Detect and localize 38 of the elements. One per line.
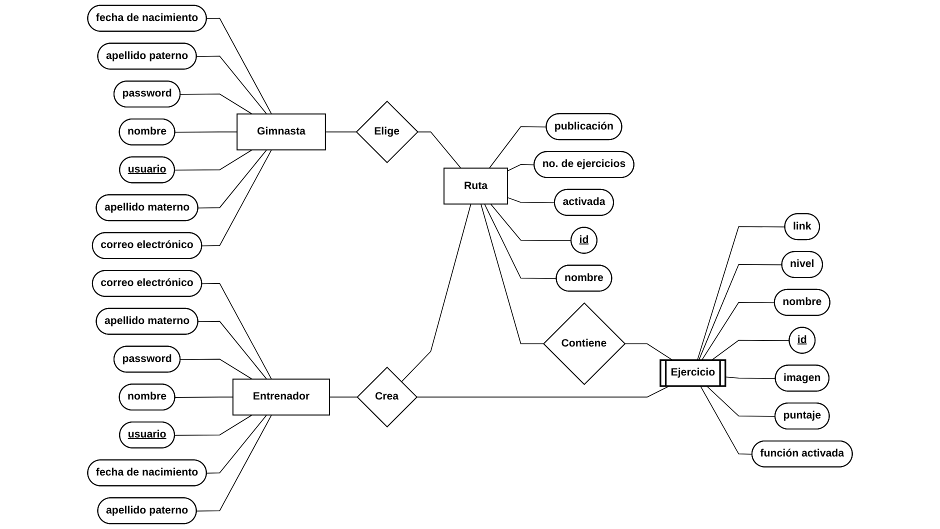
connector	[484, 204, 557, 279]
connector	[488, 126, 547, 169]
node-box: Ruta	[444, 168, 508, 205]
connector	[400, 204, 472, 382]
node-box: Gimnasta	[236, 113, 326, 150]
connector	[725, 376, 776, 379]
connector	[480, 204, 544, 344]
connector	[174, 396, 234, 398]
connector	[706, 386, 776, 417]
connector	[710, 340, 790, 361]
node-diamond: Contiene	[542, 302, 626, 386]
connector	[196, 414, 272, 512]
connector	[416, 386, 669, 398]
connector	[698, 264, 783, 361]
connector	[180, 358, 252, 380]
connector	[329, 396, 358, 398]
node-diamond: Elige	[356, 100, 418, 164]
connector	[507, 164, 535, 172]
connector	[490, 204, 572, 241]
connector	[174, 414, 252, 436]
connector	[174, 149, 252, 171]
connector	[624, 343, 674, 361]
connector	[180, 94, 252, 114]
connector	[701, 302, 776, 361]
node-diamond: Crea	[356, 366, 418, 428]
connector	[206, 18, 272, 114]
connector	[507, 197, 556, 204]
connector	[700, 386, 753, 455]
node-box: Entrenador	[232, 378, 330, 416]
connector	[696, 226, 786, 361]
connector	[196, 56, 268, 114]
connector	[198, 149, 268, 208]
connector	[202, 283, 272, 380]
connector	[417, 132, 462, 169]
connector	[198, 320, 268, 380]
connector	[174, 132, 238, 133]
connector	[206, 414, 268, 474]
connector	[202, 149, 272, 246]
